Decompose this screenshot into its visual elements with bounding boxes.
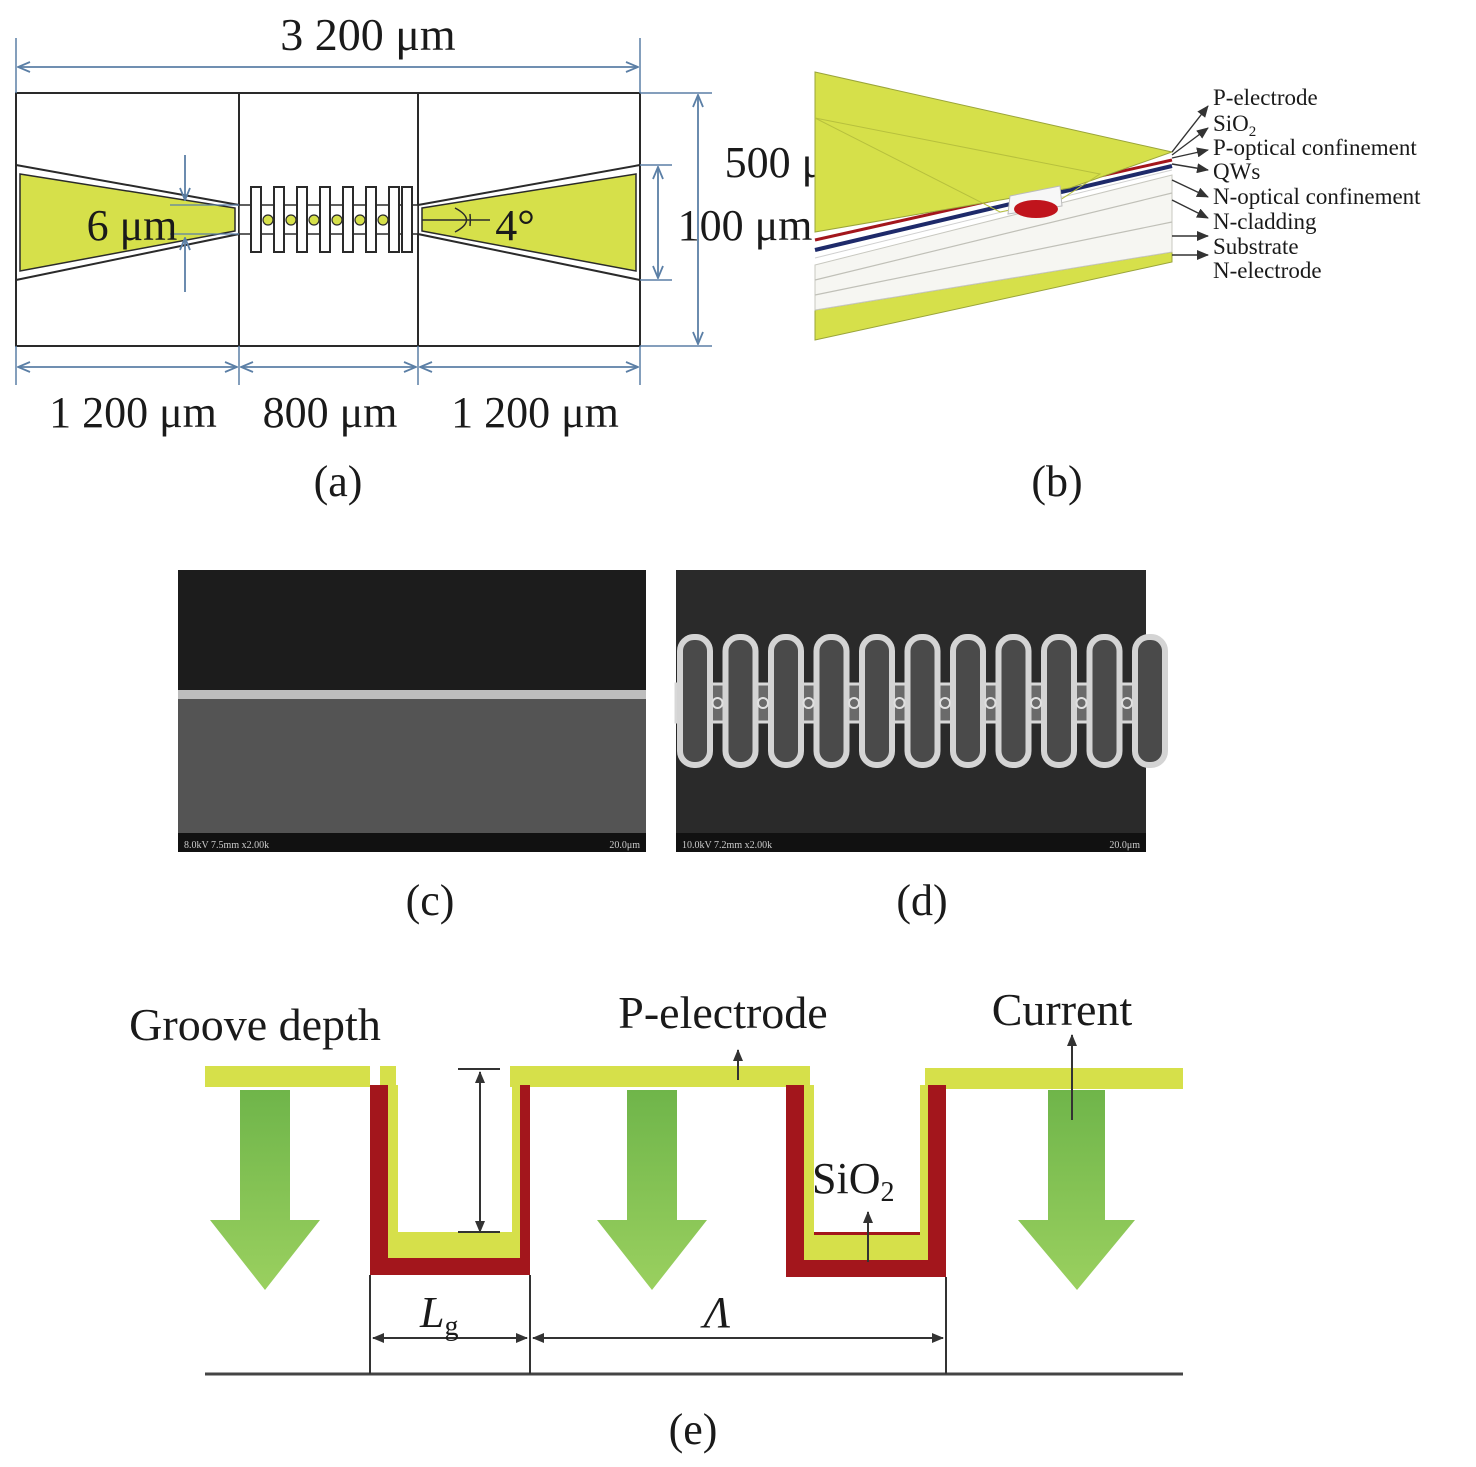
sem-hole — [893, 697, 906, 709]
sem-finger — [768, 634, 804, 768]
current-arrow-1 — [210, 1090, 320, 1290]
caption-c: (c) — [406, 876, 455, 925]
sem-finger — [904, 634, 941, 768]
label-groove-depth: Groove depth — [129, 999, 381, 1050]
current-arrow-3 — [1018, 1090, 1135, 1290]
caption-d: (d) — [896, 876, 947, 925]
panel-c: 8.0kV 7.5mm x2.00k 20.0μm (c) — [178, 570, 646, 925]
electrode-top-2 — [510, 1066, 810, 1087]
electrode-groove-2 — [804, 1085, 928, 1260]
sem-finger — [1086, 634, 1123, 768]
sem-hole — [711, 697, 724, 709]
sem-finger — [950, 634, 986, 768]
layer-label-n-confinement: N-optical confinement — [1213, 184, 1421, 209]
electrode-top-3 — [925, 1068, 1183, 1089]
sem-finger — [995, 634, 1032, 768]
label-narrow-width: 6 μm — [87, 201, 178, 250]
sem-finger — [859, 634, 895, 768]
panel-d: 10.0kV 7.2mm x2.00k 20.0μm (d) — [674, 570, 1168, 925]
layer-label-qws: QWs — [1213, 159, 1260, 184]
label-len-mid: 800 μm — [263, 388, 398, 437]
sem-finger — [677, 634, 713, 768]
label-current: Current — [992, 984, 1133, 1035]
label-taper-angle: 4° — [495, 201, 535, 250]
grating-section — [238, 186, 419, 253]
mode-spot — [1014, 200, 1058, 218]
label-total-length: 3 200 μm — [280, 9, 456, 60]
panel-e: Groove depth P-electrode Current SiO2 Lg… — [129, 984, 1183, 1454]
label-waveguide-width: 100 μm — [678, 201, 813, 250]
qw-layer — [814, 164, 1173, 252]
label-lg: Lg — [419, 1288, 458, 1342]
sem-hole — [1030, 697, 1042, 709]
angle-arc — [454, 207, 468, 233]
sem-scale-d: 20.0μm — [1109, 840, 1140, 851]
sem-finger — [813, 634, 850, 768]
taper-left-electrode — [19, 173, 236, 272]
sem-hole — [757, 697, 769, 709]
label-period: Λ — [700, 1288, 731, 1337]
sem-info-c: 8.0kV 7.5mm x2.00k — [184, 840, 269, 851]
electrode-top-1 — [205, 1066, 370, 1087]
caption-e: (e) — [669, 1405, 718, 1454]
layer-label-substrate: Substrate — [1213, 234, 1299, 259]
layer-label-n-electrode: N-electrode — [1213, 258, 1322, 283]
layer-label-p-confinement: P-optical confinement — [1213, 135, 1417, 160]
sem-hole — [848, 697, 860, 709]
p-electrode-surface — [814, 71, 1174, 233]
electrode-groove-1 — [388, 1085, 520, 1258]
sem-scale-c: 20.0μm — [609, 840, 640, 851]
layer-label-n-cladding: N-cladding — [1213, 209, 1317, 234]
layer-label-p-electrode: P-electrode — [1213, 85, 1318, 110]
sem-finger — [1041, 634, 1077, 768]
sem-hole — [802, 697, 815, 709]
sem-hole — [939, 697, 951, 709]
sem-finger — [722, 634, 759, 768]
label-sio2: SiO2 — [812, 1154, 894, 1208]
panel-a: 3 200 μm 500 μm 100 μm 6 μm 4° 1 200 μm … — [15, 9, 859, 506]
sem-hole — [984, 697, 997, 709]
taper-right-electrode — [421, 173, 637, 272]
layer-label-sio2: SiO2 — [1213, 111, 1256, 140]
sem-hole — [1121, 697, 1133, 709]
sem-hole — [1075, 697, 1088, 709]
caption-b: (b) — [1031, 457, 1082, 506]
caption-a: (a) — [314, 457, 363, 506]
panel-b: P-electrode SiO2 P-optical confinement Q… — [814, 71, 1421, 506]
label-len-left: 1 200 μm — [49, 388, 217, 437]
sem-finger — [1132, 634, 1168, 768]
sem-info-d: 10.0kV 7.2mm x2.00k — [682, 840, 772, 851]
current-arrow-2 — [597, 1090, 707, 1290]
label-p-electrode: P-electrode — [618, 987, 827, 1038]
sem-grating — [674, 634, 1168, 768]
label-len-right: 1 200 μm — [451, 388, 619, 437]
